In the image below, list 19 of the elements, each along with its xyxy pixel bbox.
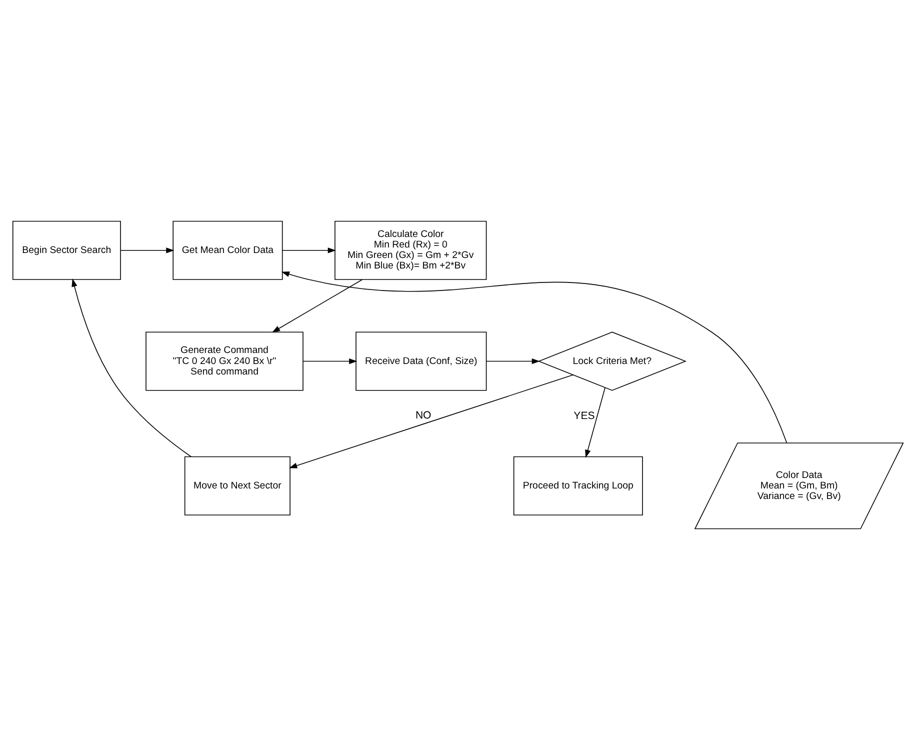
edge-label: YES xyxy=(573,410,594,422)
node-box: Begin Sector Search xyxy=(12,220,120,280)
node-box: Proceed to Tracking Loop xyxy=(512,456,642,515)
arrow xyxy=(282,247,336,253)
arrow xyxy=(280,270,787,443)
node-box: Calculate Color Min Red (Rx) = 0 Min Green (Gx) = Gm + 2*Gv Min Blue (Bx)= Bm +2*Bv xyxy=(334,220,486,280)
node-box: Get Mean Color Data xyxy=(172,220,282,280)
arrow xyxy=(302,358,357,364)
arrow xyxy=(288,374,573,468)
arrow xyxy=(271,278,362,332)
node-box: Move to Next Sector xyxy=(184,456,290,515)
arrow xyxy=(71,278,192,457)
arrow xyxy=(120,247,174,253)
node-box: Receive Data (Conf, Size) xyxy=(355,331,486,390)
arrow xyxy=(486,358,540,364)
node-diamond: Lock Criteria Met? xyxy=(537,331,686,390)
arrow xyxy=(584,386,605,458)
edge-label: NO xyxy=(414,408,431,421)
node-box: Generate Command "TC 0 240 Gx 240 Bx \r" Send command xyxy=(145,331,303,390)
